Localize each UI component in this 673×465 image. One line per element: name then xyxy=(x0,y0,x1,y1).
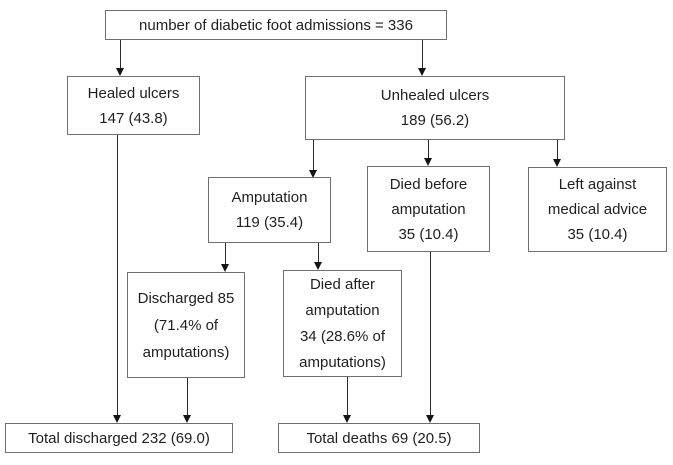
arrowhead-icon xyxy=(418,68,426,76)
node-text-line: Died after xyxy=(309,275,376,293)
arrow-amputation-to-discharged xyxy=(221,243,230,272)
arrowhead-icon xyxy=(426,415,434,423)
node-discharged-after-amputation: Discharged 85 (71.4% of amputations) xyxy=(127,272,245,378)
node-total-discharged: Total discharged 232 (69.0) xyxy=(5,423,233,453)
node-text-line: Healed ulcers xyxy=(87,84,180,102)
arrowhead-icon xyxy=(113,415,121,423)
connector-line xyxy=(422,40,423,69)
arrowhead-icon xyxy=(183,415,191,423)
node-text-line: 35 (10.4) xyxy=(567,226,628,243)
node-died-after-amputation: Died after amputation 34 (28.6% of amput… xyxy=(283,270,402,377)
node-text-line: Amputation xyxy=(231,189,308,206)
arrowhead-icon xyxy=(424,158,432,166)
node-text-line: amputation xyxy=(391,200,466,218)
node-text-line: (71.4% of xyxy=(153,316,219,334)
arrow-died-after-to-total-deaths xyxy=(343,377,352,423)
node-text-line: Total discharged 232 (69.0) xyxy=(28,429,210,447)
arrow-discharged-to-total-discharged xyxy=(183,378,192,423)
node-text-line: Left against xyxy=(558,176,637,193)
node-healed-ulcers: Healed ulcers 147 (43.8) xyxy=(67,76,200,135)
arrow-unhealed-to-left-against xyxy=(553,140,562,167)
connector-line xyxy=(318,243,319,263)
node-text-line: amputation xyxy=(305,301,380,319)
node-left-against-medical-advice: Left against medical advice 35 (10.4) xyxy=(528,167,667,252)
arrow-died-before-to-total-deaths xyxy=(426,252,435,423)
connector-line xyxy=(187,378,188,416)
arrow-unhealed-to-died-before xyxy=(424,140,433,166)
connector-line xyxy=(120,40,121,69)
connector-line xyxy=(313,140,314,171)
node-text-line: amputations) xyxy=(299,353,386,371)
node-text-line: 147 (43.8) xyxy=(99,109,168,127)
node-unhealed-ulcers: Unhealed ulcers 189 (56.2) xyxy=(305,76,565,140)
connector-line xyxy=(557,140,558,160)
connector-line xyxy=(117,135,118,416)
node-text-line: medical advice xyxy=(547,201,648,218)
node-text-line: Total deaths 69 (20.5) xyxy=(306,429,452,447)
arrowhead-icon xyxy=(309,170,317,178)
node-text-line: 189 (56.2) xyxy=(400,112,470,129)
node-died-before-amputation: Died before amputation 35 (10.4) xyxy=(367,166,490,252)
arrowhead-icon xyxy=(314,262,322,270)
arrow-admissions-to-unhealed xyxy=(418,40,427,76)
arrow-amputation-to-died-after xyxy=(314,243,323,270)
connector-line xyxy=(430,252,431,416)
node-text-line: 34 (28.6% of xyxy=(299,327,386,345)
connector-line xyxy=(225,243,226,265)
node-text-line: Unhealed ulcers xyxy=(380,87,490,104)
connector-line xyxy=(428,140,429,159)
arrowhead-icon xyxy=(343,415,351,423)
node-text-line: Died before xyxy=(389,175,468,193)
node-admissions-total: number of diabetic foot admissions = 336 xyxy=(105,10,447,40)
arrow-admissions-to-healed xyxy=(116,40,125,76)
arrow-healed-to-total-discharged xyxy=(113,135,122,423)
connector-line xyxy=(347,377,348,416)
node-text-line: amputations) xyxy=(142,343,230,361)
arrowhead-icon xyxy=(116,68,124,76)
node-text-line: 35 (10.4) xyxy=(398,225,459,243)
arrow-unhealed-to-amputation xyxy=(309,140,318,178)
node-text-line: Discharged 85 xyxy=(137,289,235,307)
node-amputation: Amputation 119 (35.4) xyxy=(208,177,331,243)
arrowhead-icon xyxy=(553,159,561,167)
node-text-line: 119 (35.4) xyxy=(235,214,304,231)
arrowhead-icon xyxy=(221,264,229,272)
node-text-line: number of diabetic foot admissions = 336 xyxy=(139,16,413,34)
node-total-deaths: Total deaths 69 (20.5) xyxy=(278,423,480,453)
